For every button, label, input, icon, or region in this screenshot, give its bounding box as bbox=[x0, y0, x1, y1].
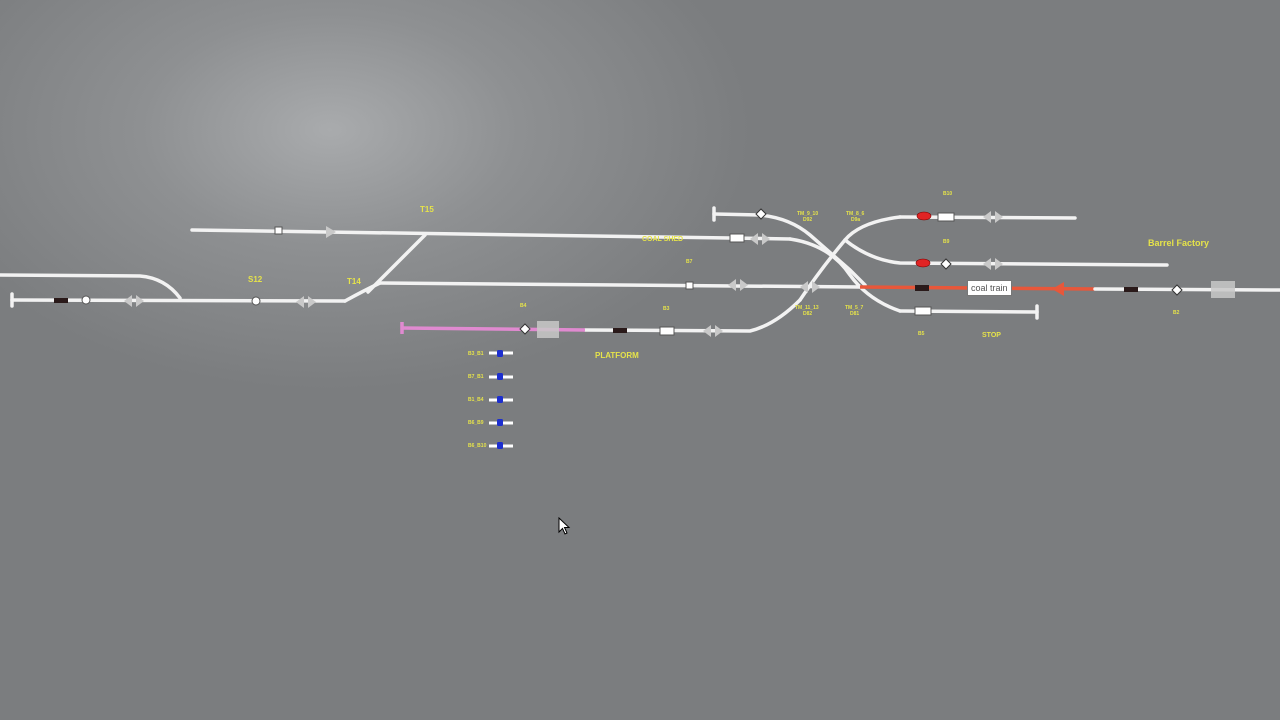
label-tm-9-10: TM_9_10 bbox=[797, 211, 818, 217]
track-t15-crossover[interactable] bbox=[366, 233, 427, 294]
label-tm-5-7: TM_5_7 bbox=[845, 305, 864, 311]
block-right bbox=[1124, 287, 1138, 292]
turnout-b9[interactable] bbox=[940, 258, 952, 270]
route-item[interactable]: B3_B1 bbox=[468, 350, 513, 357]
right-lock-square[interactable] bbox=[1211, 281, 1235, 298]
track-b9-line[interactable] bbox=[843, 238, 1169, 267]
label-t15: T15 bbox=[420, 205, 434, 214]
double-arrow-icon[interactable] bbox=[800, 281, 820, 293]
label-barrel-factory: Barrel Factory bbox=[1148, 238, 1209, 248]
route-button-icon[interactable] bbox=[497, 442, 503, 449]
route-button-icon[interactable] bbox=[497, 419, 503, 426]
turnout-b4[interactable] bbox=[519, 323, 531, 335]
route-legend: B3_B1 B7_B1 B1_B4 B6_B9 B6_B10 bbox=[468, 350, 513, 449]
track-right-exit[interactable] bbox=[1093, 287, 1280, 292]
route-item[interactable]: B1_B4 bbox=[468, 396, 513, 403]
label-tm-5-7-sub: D81 bbox=[850, 311, 859, 317]
block-occupied-left bbox=[54, 298, 68, 303]
label-t14: T14 bbox=[347, 277, 361, 286]
track-b10-upper[interactable] bbox=[712, 212, 867, 287]
double-arrow-icon[interactable] bbox=[983, 211, 1003, 223]
label-b7: B7 bbox=[686, 259, 693, 265]
track-upper-left-siding[interactable] bbox=[0, 273, 182, 300]
double-arrow-icon[interactable] bbox=[703, 325, 723, 337]
sensor-b7[interactable] bbox=[685, 281, 694, 290]
label-tm-8-6: TM_8_6 bbox=[846, 211, 865, 217]
label-tm-9-10-sub: D92 bbox=[803, 217, 812, 223]
label-stop: STOP bbox=[982, 332, 1001, 339]
sensor-b3[interactable] bbox=[659, 326, 675, 336]
signal-left[interactable] bbox=[81, 295, 91, 305]
route-label: B1_B4 bbox=[468, 397, 484, 403]
route-button-icon[interactable] bbox=[497, 350, 503, 357]
mouse-pointer-icon bbox=[558, 517, 571, 535]
label-b4: B4 bbox=[520, 303, 527, 309]
route-item[interactable]: B7_B1 bbox=[468, 373, 513, 380]
label-b5: B5 bbox=[918, 331, 925, 337]
signal-red-b10[interactable] bbox=[916, 211, 932, 221]
sensor-coal-shed[interactable] bbox=[729, 233, 745, 243]
route-label: B3_B1 bbox=[468, 351, 484, 357]
route-label: B6_B9 bbox=[468, 420, 484, 426]
label-coal-shed: COAL SHED bbox=[642, 236, 683, 243]
route-button-icon[interactable] bbox=[497, 396, 503, 403]
sensor-top[interactable] bbox=[274, 226, 283, 235]
double-arrow-icon[interactable] bbox=[728, 279, 748, 291]
label-s12: S12 bbox=[248, 275, 263, 284]
route-button-icon[interactable] bbox=[497, 373, 503, 380]
arrow-right-icon bbox=[326, 226, 336, 238]
label-b10: B10 bbox=[943, 191, 952, 197]
label-tm-8-6-sub: D9a bbox=[851, 217, 860, 223]
label-tm-11-13: TM_11_13 bbox=[795, 305, 819, 311]
route-label: B7_B1 bbox=[468, 374, 484, 380]
label-b2: B2 bbox=[1173, 310, 1180, 316]
signal-s12[interactable] bbox=[251, 296, 261, 306]
turnout-b10-upper[interactable] bbox=[755, 208, 767, 220]
label-platform: PLATFORM bbox=[595, 351, 639, 360]
block-coal-train bbox=[915, 285, 929, 291]
track-platform-main[interactable] bbox=[583, 298, 802, 333]
label-tm-11-13-sub: D82 bbox=[803, 311, 812, 317]
label-b9: B9 bbox=[943, 239, 950, 245]
signal-red-b9[interactable] bbox=[915, 258, 931, 268]
route-label: B6_B10 bbox=[468, 443, 487, 449]
double-arrow-icon[interactable] bbox=[124, 295, 144, 307]
label-b3: B3 bbox=[663, 306, 670, 312]
double-arrow-icon[interactable] bbox=[983, 258, 1003, 270]
route-item[interactable]: B6_B10 bbox=[468, 442, 513, 449]
route-item[interactable]: B6_B9 bbox=[468, 419, 513, 426]
platform-lock-square[interactable] bbox=[537, 321, 559, 338]
train-tag-coal-train[interactable]: coal train bbox=[967, 280, 1012, 296]
double-arrow-icon[interactable] bbox=[750, 233, 770, 245]
turnout-b2[interactable] bbox=[1171, 284, 1183, 296]
track-cross-a[interactable] bbox=[788, 237, 902, 313]
double-arrow-icon[interactable] bbox=[296, 296, 316, 308]
arrow-left-red-icon bbox=[1052, 282, 1064, 296]
track-middle-line[interactable] bbox=[378, 281, 862, 289]
sensor-b5[interactable] bbox=[914, 306, 932, 316]
sensor-b10[interactable] bbox=[937, 212, 955, 222]
block-platform bbox=[613, 328, 627, 333]
